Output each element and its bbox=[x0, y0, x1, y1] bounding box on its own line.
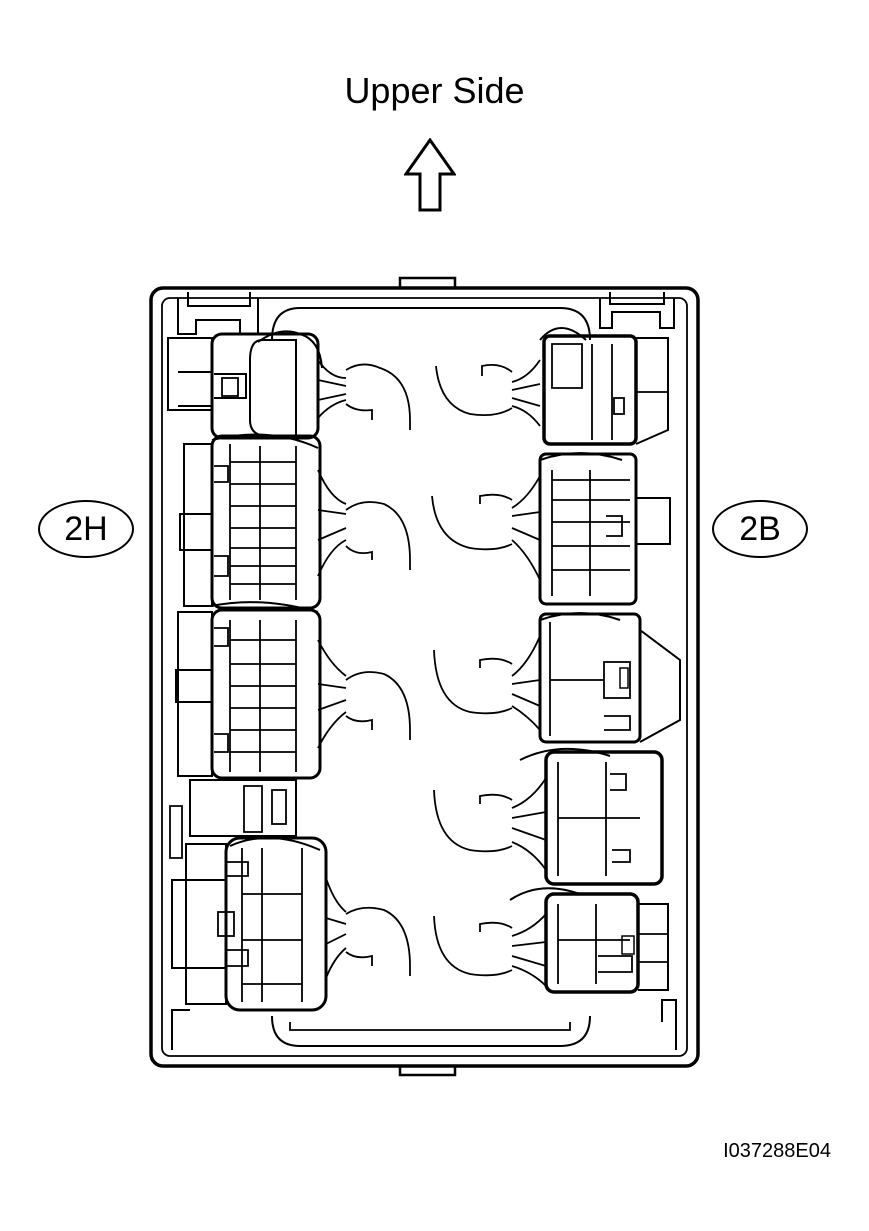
left-connector-2 bbox=[179, 434, 322, 610]
right-connector-3 bbox=[538, 612, 681, 744]
left-wire-bundles bbox=[317, 359, 411, 979]
reference-code: I037288E04 bbox=[723, 1140, 831, 1162]
up-arrow-icon bbox=[404, 138, 456, 212]
connector-label-2H: 2H bbox=[38, 500, 134, 558]
right-connector-5 bbox=[544, 892, 669, 994]
left-connector-4 bbox=[169, 779, 297, 859]
housing-outline bbox=[149, 286, 700, 1068]
right-connector-4 bbox=[544, 750, 664, 886]
left-connector-5 bbox=[171, 836, 328, 1012]
right-wire-bundles bbox=[431, 359, 547, 987]
left-connector-1 bbox=[167, 332, 320, 440]
left-connector-3 bbox=[175, 608, 322, 780]
right-connector-2 bbox=[538, 452, 671, 606]
connector-label-2B: 2B bbox=[712, 500, 808, 558]
right-connector-1 bbox=[542, 334, 669, 446]
title: Upper Side bbox=[344, 70, 525, 111]
